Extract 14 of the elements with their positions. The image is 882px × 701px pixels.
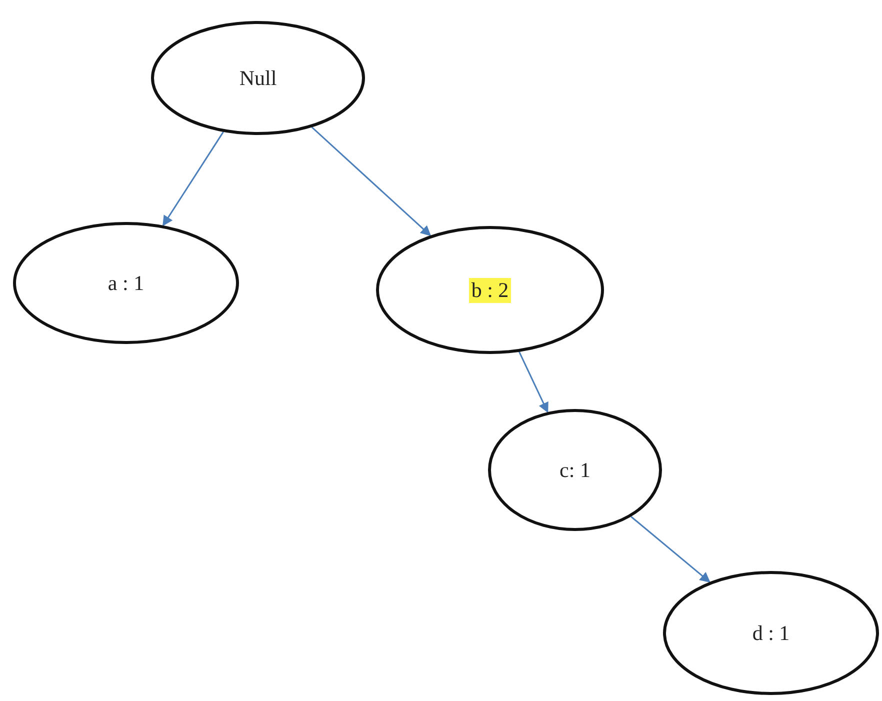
arrow (518, 352, 548, 414)
ellipse-node (151, 21, 365, 135)
node-label: d : 1 (752, 620, 790, 646)
node-label: Null (239, 66, 277, 90)
arrow (311, 126, 432, 236)
ellipse-node (663, 571, 879, 695)
ellipse-node (488, 409, 662, 531)
ellipse-node (13, 222, 239, 344)
node-label: c: 1 (560, 458, 590, 482)
arrow (630, 516, 710, 583)
node-label: a : 1 (108, 270, 144, 296)
arrow (162, 132, 224, 226)
node-label: b : 2 (469, 278, 511, 302)
ellipse-node (376, 226, 604, 354)
